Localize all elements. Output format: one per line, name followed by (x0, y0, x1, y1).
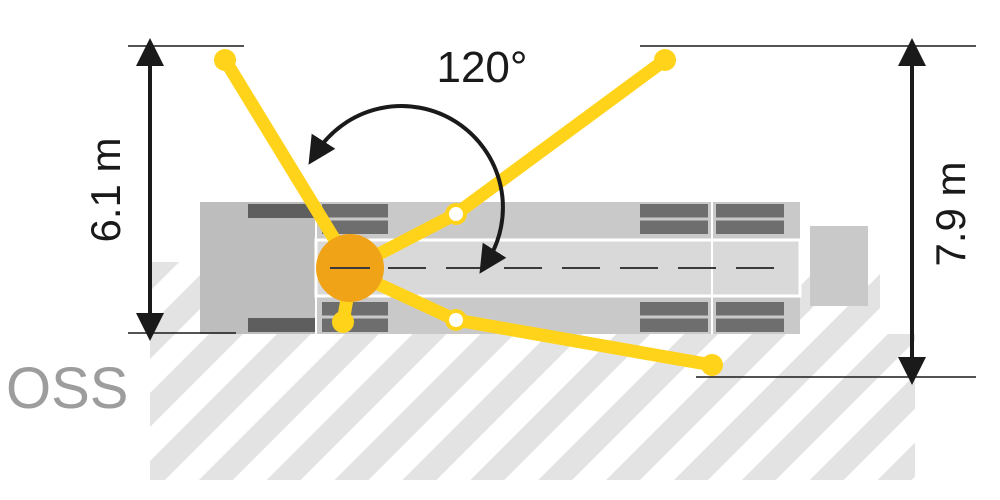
truck-body (200, 202, 868, 334)
outrigger-pad-front-left (214, 49, 236, 71)
outrigger-pad-rear-right (701, 354, 723, 376)
rotation-arrow-icon (308, 104, 507, 274)
truck-front-dark-panel-bottom (248, 318, 316, 332)
truck-front-dark-panel-top (248, 204, 316, 218)
left-dimension-label: 6.1 m (82, 137, 129, 242)
truck-cab (200, 202, 316, 334)
pivot-joint-icon (445, 203, 467, 225)
right-dimension: 7.9 m (640, 38, 976, 385)
outrigger-pads (214, 49, 723, 376)
ground-lower-area (150, 334, 915, 480)
angle-label: 120° (436, 43, 527, 92)
pivot-joint-icon (445, 309, 467, 331)
counterweight-block (810, 226, 868, 306)
outrigger-pad-front-right (332, 311, 354, 333)
outrigger-pad-rear-left (654, 49, 676, 71)
left-dimension: 6.1 m (82, 38, 244, 341)
side-label: OSS (6, 356, 129, 421)
right-dimension-label: 7.9 m (927, 161, 974, 266)
